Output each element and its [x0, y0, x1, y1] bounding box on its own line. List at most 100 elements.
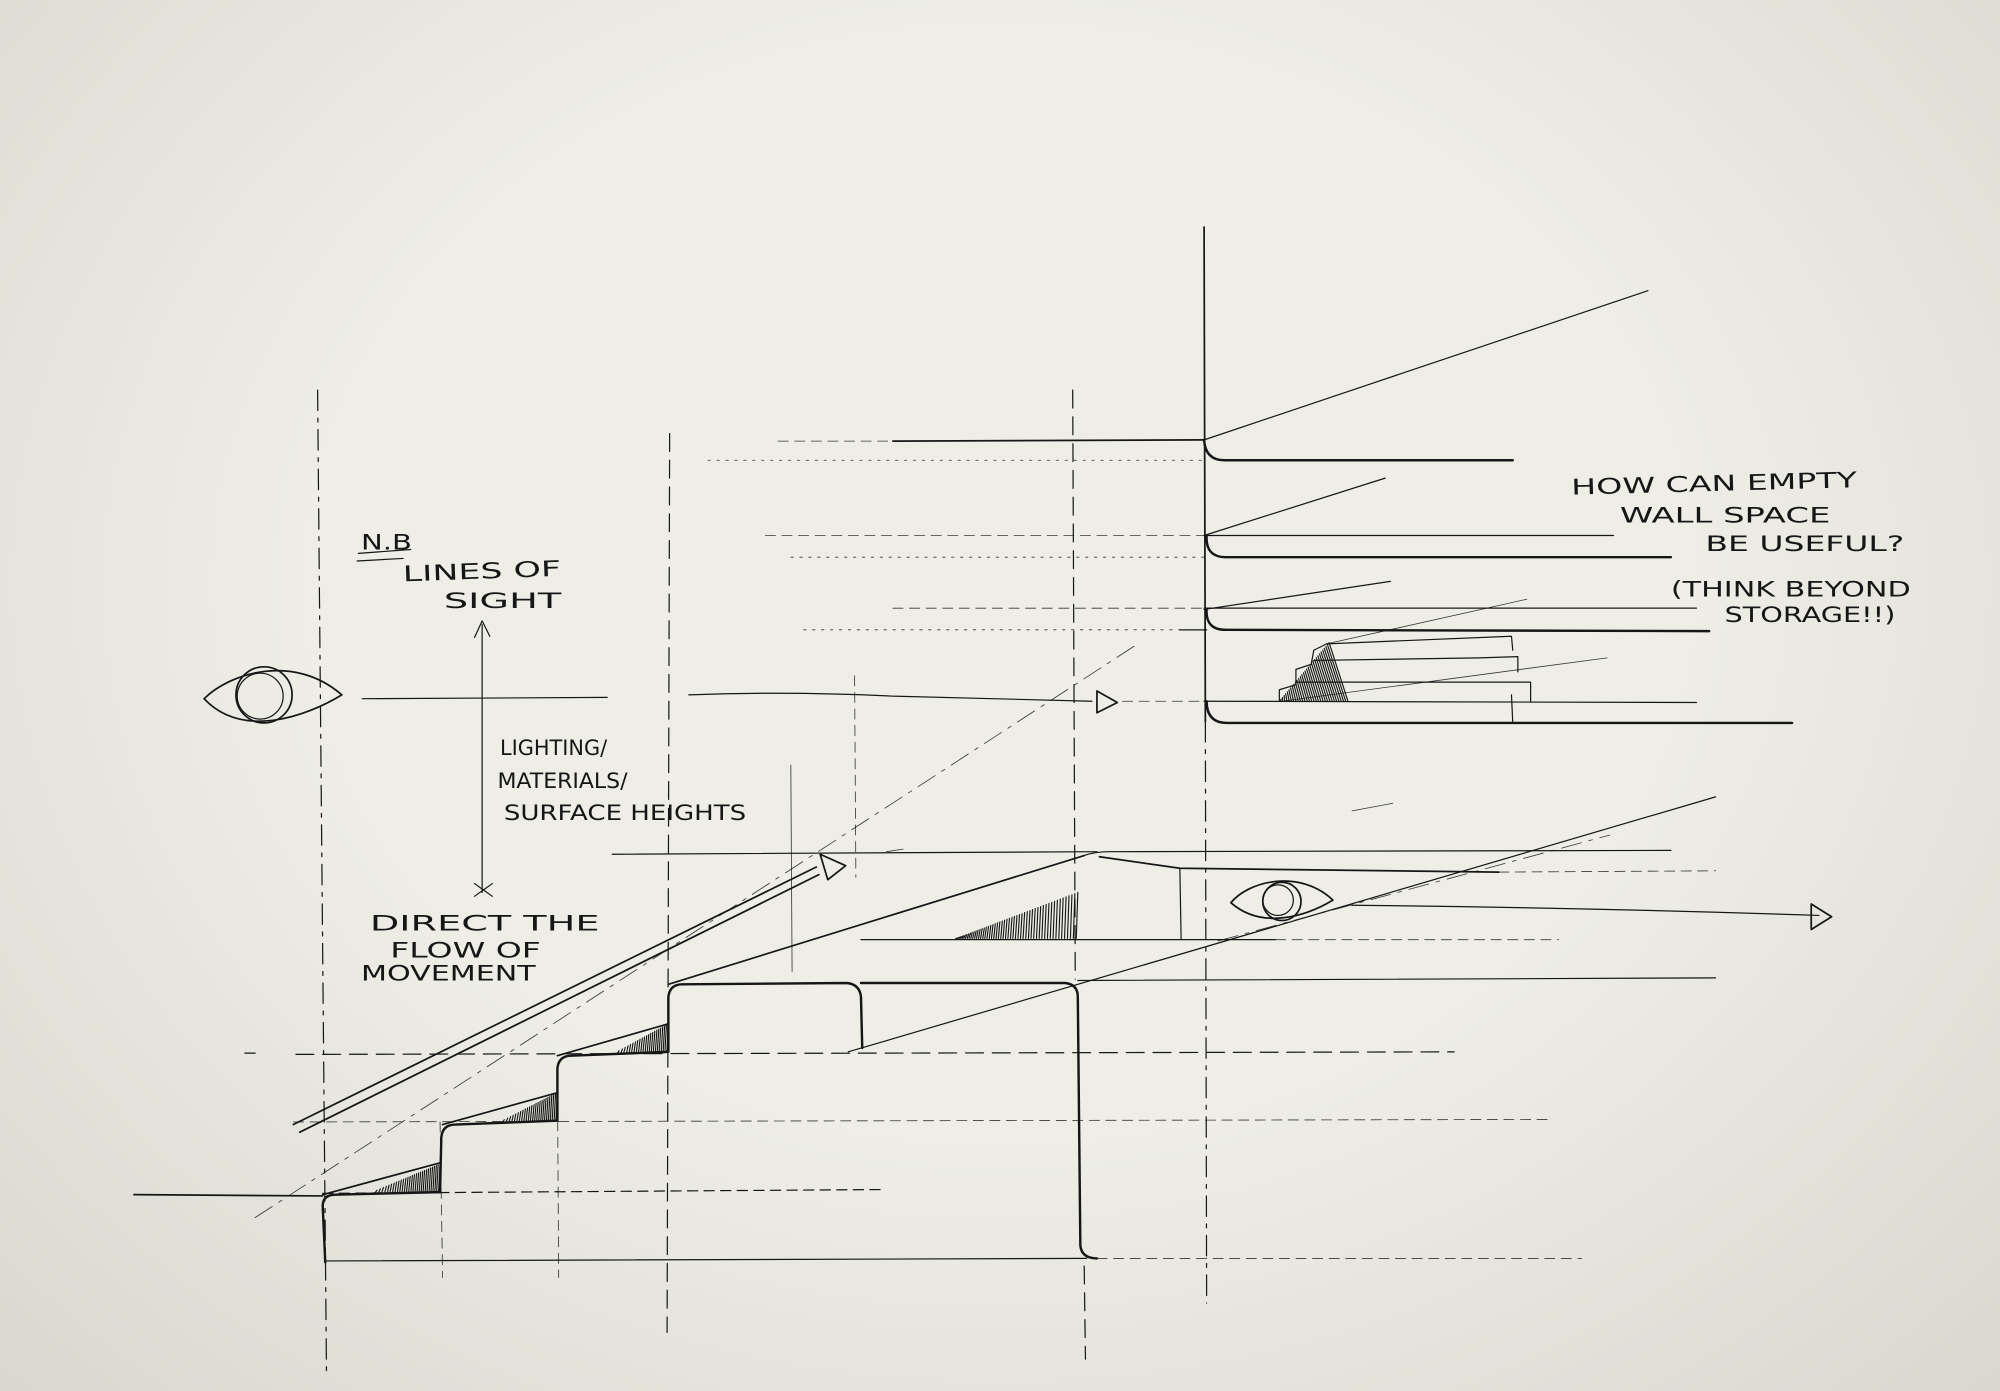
shadow-hatching: [374, 642, 1349, 1193]
hatch-stroke: [640, 1037, 643, 1054]
hatch-stroke: [1038, 905, 1042, 939]
wall-question-line-2: WALL SPACE: [1620, 504, 1830, 529]
hatch-stroke: [437, 1163, 441, 1193]
hatch-stroke: [961, 935, 965, 939]
hatch-stroke: [511, 1114, 514, 1123]
wall-question-line-3: BE USEFUL?: [1705, 532, 1904, 557]
hatch-stroke: [536, 1101, 539, 1122]
hatch-stroke: [1294, 681, 1301, 702]
hatch-stroke: [1044, 903, 1047, 939]
hatch-stroke: [964, 933, 968, 939]
hatch-stroke: [1004, 918, 1008, 939]
hatch-stroke: [995, 922, 999, 939]
shelf-diagonal: [1203, 580, 1391, 611]
wall-question-line-1: HOW CAN EMPTY: [1571, 468, 1858, 500]
movement-note-line-2: FLOW OF: [390, 939, 541, 964]
hatch-stroke: [432, 1165, 436, 1193]
guide-vertical-faint: [854, 675, 857, 878]
ground-line: [133, 1193, 324, 1197]
hatch-stroke: [436, 1164, 439, 1193]
hatch-stroke: [412, 1174, 415, 1193]
hatch-stroke: [974, 930, 977, 939]
hatch-stroke: [1325, 645, 1345, 702]
hatch-stroke: [1302, 672, 1313, 702]
sight-line: [1351, 904, 1820, 917]
guide-horizontal-668: [611, 851, 1098, 855]
hatch-stroke: [430, 1166, 434, 1193]
hatch-stroke: [658, 1027, 662, 1053]
stair-landing: [859, 981, 1099, 1260]
hatch-stroke: [963, 934, 966, 939]
hatch-stroke: [960, 935, 963, 939]
eye-icon: [203, 665, 343, 724]
platform-front: [1179, 867, 1182, 941]
vertical-note-arrow: [473, 620, 493, 897]
shelf: [1205, 608, 1711, 633]
shelf: [1205, 700, 1794, 725]
stair-model-tread: [1295, 681, 1532, 702]
hatch-stroke: [555, 1092, 558, 1122]
hatch-stroke: [1323, 647, 1342, 702]
hatch-stroke: [623, 1046, 626, 1054]
shelf: [1205, 534, 1673, 559]
shelf-diagonal: [1203, 477, 1386, 537]
hatch-stroke: [986, 925, 990, 939]
guide-vertical-left: [316, 389, 328, 1378]
eye-iris-inner: [236, 672, 284, 720]
hatch-stroke: [1017, 913, 1021, 939]
arrowhead-icon: [819, 853, 847, 881]
hatch-stroke: [523, 1108, 526, 1123]
hatch-stroke: [426, 1168, 430, 1193]
hatch-stroke: [993, 923, 996, 939]
hatch-stroke: [958, 936, 962, 939]
hatch-stroke: [1075, 891, 1079, 939]
hatch-stroke: [1320, 651, 1338, 702]
sketch-mark: [886, 848, 904, 853]
hatch-stroke: [1058, 898, 1061, 939]
hatch-stroke: [1289, 687, 1295, 702]
guide-vertical-mid: [666, 432, 671, 1333]
hatch-stroke: [399, 1179, 402, 1193]
diagonal-dashdot: [254, 643, 1139, 1219]
nb-underline: [356, 548, 412, 562]
hatch-stroke: [642, 1036, 646, 1053]
lines-of-sight-line-1: LINES OF: [402, 557, 561, 587]
hatch-stroke: [1301, 674, 1311, 702]
hatch-stroke: [381, 1186, 384, 1193]
shelf-sight-arrow: [688, 690, 1205, 714]
hatch-stroke: [1041, 904, 1044, 939]
hatch-stroke: [664, 1024, 668, 1053]
hatch-stroke: [1299, 676, 1308, 702]
arrowhead-icon: [1096, 690, 1119, 714]
note-lines-of-sight: N.B LINES OF SIGHT: [356, 531, 563, 614]
hatch-stroke: [553, 1092, 557, 1122]
hatch-stroke: [1035, 906, 1039, 939]
eye-outline: [203, 669, 343, 723]
hatch-stroke: [970, 931, 973, 939]
hatch-stroke: [1318, 653, 1336, 702]
hatch-stroke: [984, 926, 987, 939]
hatch-stroke: [977, 928, 981, 939]
stair-steps: [321, 981, 864, 1264]
hatch-stroke: [1012, 915, 1015, 939]
sketch-mark: [1351, 802, 1394, 812]
step-edge: [556, 1022, 670, 1057]
note-wall-question: HOW CAN EMPTY WALL SPACE BE USEFUL?: [1571, 468, 1904, 557]
shelf-diagonal: [1203, 290, 1649, 441]
hatch-stroke: [408, 1175, 411, 1193]
hatch-stroke: [549, 1094, 553, 1122]
hatch-stroke: [1288, 689, 1292, 702]
hatch-stroke: [1007, 917, 1011, 939]
hatch-stroke: [972, 931, 975, 939]
hatch-stroke: [662, 1025, 666, 1053]
step-edge: [321, 1161, 441, 1196]
hatch-stroke: [1019, 913, 1023, 939]
platform-back-edge: [1083, 849, 1672, 857]
hatch-stroke: [1069, 894, 1073, 939]
hatch-stroke: [1291, 685, 1297, 702]
hatch-stroke: [545, 1096, 549, 1122]
hatch-stroke: [1322, 649, 1340, 702]
hatch-stroke: [384, 1185, 387, 1193]
hatch-stroke: [1328, 642, 1349, 702]
hatch-stroke: [644, 1035, 648, 1053]
